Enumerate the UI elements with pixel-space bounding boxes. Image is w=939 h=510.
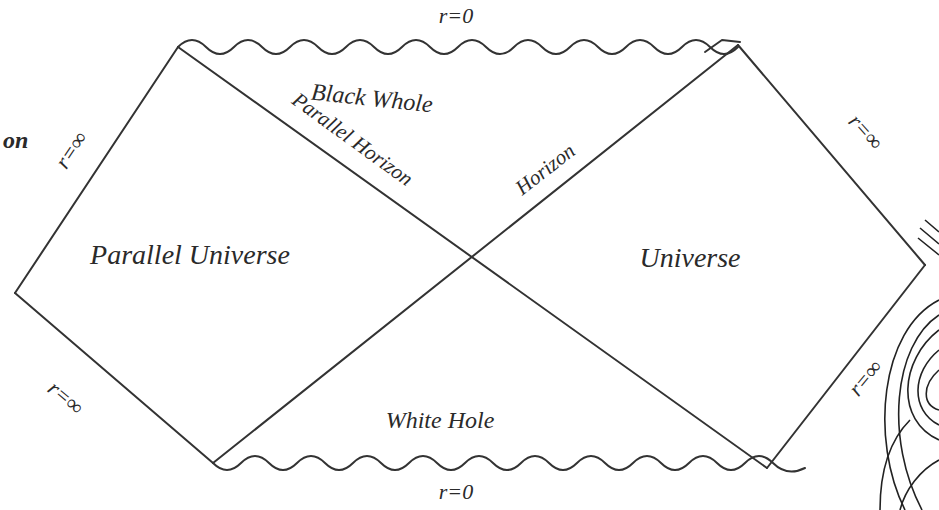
region-label: White Hole xyxy=(386,407,495,433)
null-infinity-line xyxy=(15,293,213,463)
singularity-line xyxy=(178,40,738,54)
region-label: r=∞ xyxy=(844,355,888,400)
region-label: Horizon xyxy=(511,140,579,201)
region-label: r=0 xyxy=(439,4,473,28)
region-label: r=∞ xyxy=(51,127,93,173)
sketch-stroke xyxy=(705,40,740,52)
region-label: on xyxy=(3,127,28,153)
region-label: Parallel Universe xyxy=(90,240,290,271)
region-label: r=∞ xyxy=(43,376,88,420)
region-label: r=0 xyxy=(439,480,473,504)
region-label: Universe xyxy=(639,243,740,274)
region-label: r=∞ xyxy=(844,109,888,154)
singularity-line xyxy=(213,456,805,472)
corner-sketch xyxy=(880,220,939,510)
null-infinity-line xyxy=(738,45,925,265)
null-infinity-line xyxy=(767,265,925,468)
